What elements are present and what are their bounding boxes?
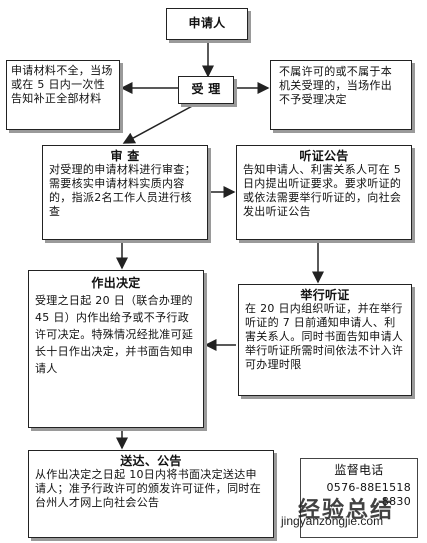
node-decision: 作出决定 受理之日起 20 日（联合办理的 45 日）内作出给予或不予行政许可决… — [28, 270, 204, 428]
node-review-title: 审 查 — [110, 149, 140, 163]
node-supervision-phone2: 8830 — [381, 495, 411, 508]
node-decision-text: 受理之日起 20 日（联合办理的 45 日）内作出给予或不予行政许可决定。特殊情… — [35, 294, 194, 375]
watermark-logo: 经验总结 — [298, 498, 395, 523]
watermark-domain: jingyanzongjie.com — [281, 514, 384, 528]
node-supervision: 监督电话 0576-88E1518 8830 — [300, 458, 418, 538]
node-applicant-label: 申请人 — [188, 16, 226, 30]
node-delivery: 送达、公告 从作出决定之日起 10日内将书面决定送达申请人；准予行政许可的颁发许… — [28, 450, 274, 538]
node-hearing-notice: 听证公告 告知申请人、利害关系人可在 5 日内提出听证要求。要求听证的或依法需要… — [236, 145, 412, 240]
arrow-accept-review — [122, 103, 197, 144]
node-hearing-notice-title: 听证公告 — [299, 149, 349, 163]
node-supervision-phone: 0576-88E1518 — [326, 481, 411, 494]
node-accept-label: 受 理 — [191, 82, 221, 96]
node-reject: 不属许可的或不属于本机关受理的，当场作出不予受理决定 — [270, 60, 412, 130]
node-reject-text: 不属许可的或不属于本机关受理的，当场作出不予受理决定 — [279, 65, 392, 106]
node-supervision-title: 监督电话 — [334, 463, 384, 477]
node-delivery-title: 送达、公告 — [120, 454, 182, 468]
node-incomplete-text: 申请材料不全，当场或在 5 日内一次性告知补正全部材料 — [11, 64, 113, 105]
node-decision-title: 作出决定 — [91, 276, 141, 290]
node-accept: 受 理 — [178, 76, 234, 104]
node-delivery-text: 从作出决定之日起 10日内将书面决定送达申请人；准予行政许可的颁发许可证件，同时… — [35, 468, 261, 509]
node-hearing: 举行听证 在 20 日内组织听证，并在举行听证的 7 日前通知申请人、利害关系人… — [238, 284, 412, 396]
node-review-text: 对受理的申请材料进行审查；需要核实申请材料实质内容的，指派2名工作人员进行核查 — [49, 163, 196, 218]
node-hearing-text: 在 20 日内组织听证，并在举行听证的 7 日前通知申请人、利害关系人。同时书面… — [245, 302, 404, 371]
node-incomplete: 申请材料不全，当场或在 5 日内一次性告知补正全部材料 — [6, 60, 120, 130]
node-applicant: 申请人 — [166, 8, 248, 40]
node-review: 审 查 对受理的申请材料进行审查；需要核实申请材料实质内容的，指派2名工作人员进… — [42, 145, 208, 240]
node-hearing-notice-text: 告知申请人、利害关系人可在 5 日内提出听证要求。要求听证的或依法需要举行听证的… — [243, 163, 402, 218]
node-hearing-title: 举行听证 — [300, 288, 350, 302]
